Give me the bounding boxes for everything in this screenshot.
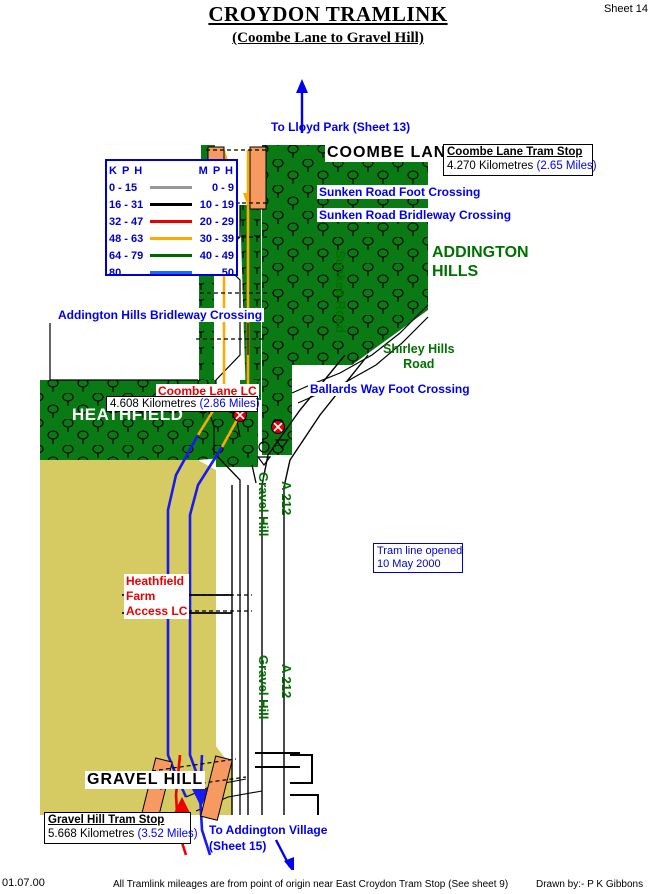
legend-row: 64 - 79 40 - 49 (107, 247, 236, 264)
road-junction-markers (256, 439, 290, 466)
tram-line-opened-box: Tram line opened 10 May 2000 (373, 543, 463, 573)
to-addington-village-line2: (Sheet 15) (209, 839, 267, 853)
legend-mph-header: M P H (198, 164, 234, 177)
heathfield-farm-line2: Farm (126, 589, 156, 603)
legend-kph-4: 64 - 79 (109, 249, 144, 262)
coombe-lane-stop-name: Coombe Lane Tram Stop (447, 146, 583, 158)
to-lloyd-park-arrow (296, 79, 308, 133)
legend-row: 80 50 (107, 264, 236, 281)
heathfield-farm-line1: Heathfield (126, 574, 185, 588)
gravel-hill-road-label: GRAVEL HILL (85, 771, 206, 789)
shirley-hills-line1: Shirley Hills (383, 342, 455, 356)
gravel-hill-road-name-lower: Gravel Hill (256, 655, 271, 720)
legend-mph-2: 20 - 29 (199, 215, 234, 228)
map-canvas (40, 79, 429, 870)
sunken-road-bridleway-crossing-label: Sunken Road Bridleway Crossing (317, 208, 514, 222)
shirley-hills-road-lines (291, 304, 429, 404)
legend-color-1 (148, 196, 195, 213)
legend-mph-5: 50 (221, 266, 234, 279)
addington-hills-woodland (214, 145, 428, 455)
legend-mph-4: 40 - 49 (199, 249, 234, 262)
shirley-hills-road-label: Shirley Hills Road (383, 342, 455, 372)
to-addington-village-line1: To Addington Village (209, 823, 328, 837)
ballards-way-foot-crossing-label: Ballards Way Foot Crossing (308, 382, 472, 396)
heathfield-label: HEATHFIELD (72, 405, 184, 424)
footer-author: Drawn by:- P K Gibbons (536, 879, 644, 890)
legend-kph-1: 16 - 31 (109, 198, 144, 211)
gravel-hill-upper-wrap: Gravel Hill (256, 472, 274, 552)
legend-kph-header: K P H (109, 164, 144, 177)
legend-row: 16 - 31 10 - 19 (107, 196, 236, 213)
gravel-hill-tram-stop-box: Gravel Hill Tram Stop 5.668 Kilometres (… (44, 812, 198, 844)
coombe-lane-tram-stop-box: Coombe Lane Tram Stop 4.270 Kilometres (… (443, 144, 597, 176)
a212-lower-wrap: A 212 (279, 664, 297, 724)
legend-color-3 (148, 230, 195, 247)
legend-row: 0 - 15 0 - 9 (107, 179, 236, 196)
legend-color-0 (148, 179, 195, 196)
gravel-hill-stop-name: Gravel Hill Tram Stop (48, 814, 165, 826)
opened-line1: Tram line opened (377, 545, 463, 557)
legend-color-5 (148, 264, 195, 281)
legend-row: 32 - 47 20 - 29 (107, 213, 236, 230)
legend-mph-3: 30 - 39 (199, 232, 234, 245)
legend-kph-5: 80 (109, 266, 122, 279)
to-addington-village-label: To Addington Village (Sheet 15) (209, 822, 327, 854)
to-lloyd-park-label: To Lloyd Park (Sheet 13) (271, 120, 411, 134)
road-overbridge (255, 752, 319, 815)
mid-woodland-strip (240, 205, 261, 400)
gravel-hill-road-lines (217, 456, 257, 815)
sheet-number: Sheet 14 (603, 3, 648, 15)
speed-legend: K P H M P H 0 - 15 0 - 9 16 - 31 10 - 19… (105, 159, 238, 279)
coombe-lane-lc-label: Coombe Lane LC (156, 384, 259, 398)
page-subtitle: (Coombe Lane to Gravel Hill) (232, 30, 424, 46)
addington-hills-bridleway-line (49, 323, 249, 381)
shirley-hills-line2: Road (403, 357, 435, 371)
legend-kph-2: 32 - 47 (109, 215, 144, 228)
heathfield-farm-access-lc-label: Heathfield Farm Access LC (124, 574, 190, 619)
gravel-hill-stop-distance: 5.668 Kilometres (3.52 Miles) (48, 828, 198, 840)
coombe-lane-lc-distance: 4.608 Kilometres (2.86 Miles) (110, 398, 260, 410)
gravel-hill-road-name-upper: Gravel Hill (256, 472, 271, 537)
coombe-lane-lc-distance-box: 4.608 Kilometres (2.86 Miles) (106, 396, 260, 412)
gravel-hill-lower-wrap: Gravel Hill (256, 655, 274, 735)
a212-upper-wrap: A 212 (279, 481, 297, 541)
legend-swatch-header (148, 162, 195, 179)
coombe-lane-lc-marker-2 (271, 420, 285, 434)
to-addington-village-arrow (274, 839, 294, 870)
footer-note: All Tramlink mileages are from point of … (113, 879, 509, 890)
a212-road-name-lower: A 212 (279, 664, 294, 699)
legend-row: 48 - 63 30 - 39 (107, 230, 236, 247)
addington-hills-line1: ADDINGTON (432, 244, 529, 261)
a212-road-name-upper: A 212 (279, 481, 294, 516)
sunken-road-label: Sunken Road (333, 250, 348, 334)
addington-hills-bridleway-crossing-label: Addington Hills Bridleway Crossing (56, 308, 265, 322)
coombe-lane-stop-distance: 4.270 Kilometres (2.65 Miles) (447, 160, 597, 172)
legend-kph-3: 48 - 63 (109, 232, 144, 245)
sunken-road-label-wrap: Sunken Road (333, 250, 350, 360)
addington-hills-label: ADDINGTON HILLS (432, 243, 529, 281)
opened-line2: 10 May 2000 (377, 558, 441, 570)
page-title: CROYDON TRAMLINK (208, 2, 448, 26)
addington-hills-line2: HILLS (432, 263, 479, 280)
footer-date: 01.07.00 (2, 877, 45, 889)
legend-color-2 (148, 213, 195, 230)
sunken-road-foot-crossing-label: Sunken Road Foot Crossing (317, 185, 483, 199)
legend-color-4 (148, 247, 195, 264)
coombe-lane-road-label: COOMBE LANE (325, 144, 460, 162)
legend-mph-1: 10 - 19 (199, 198, 234, 211)
legend-mph-0: 0 - 9 (211, 181, 234, 194)
legend-kph-0: 0 - 15 (109, 181, 138, 194)
heathfield-farm-line3: Access LC (126, 604, 188, 618)
